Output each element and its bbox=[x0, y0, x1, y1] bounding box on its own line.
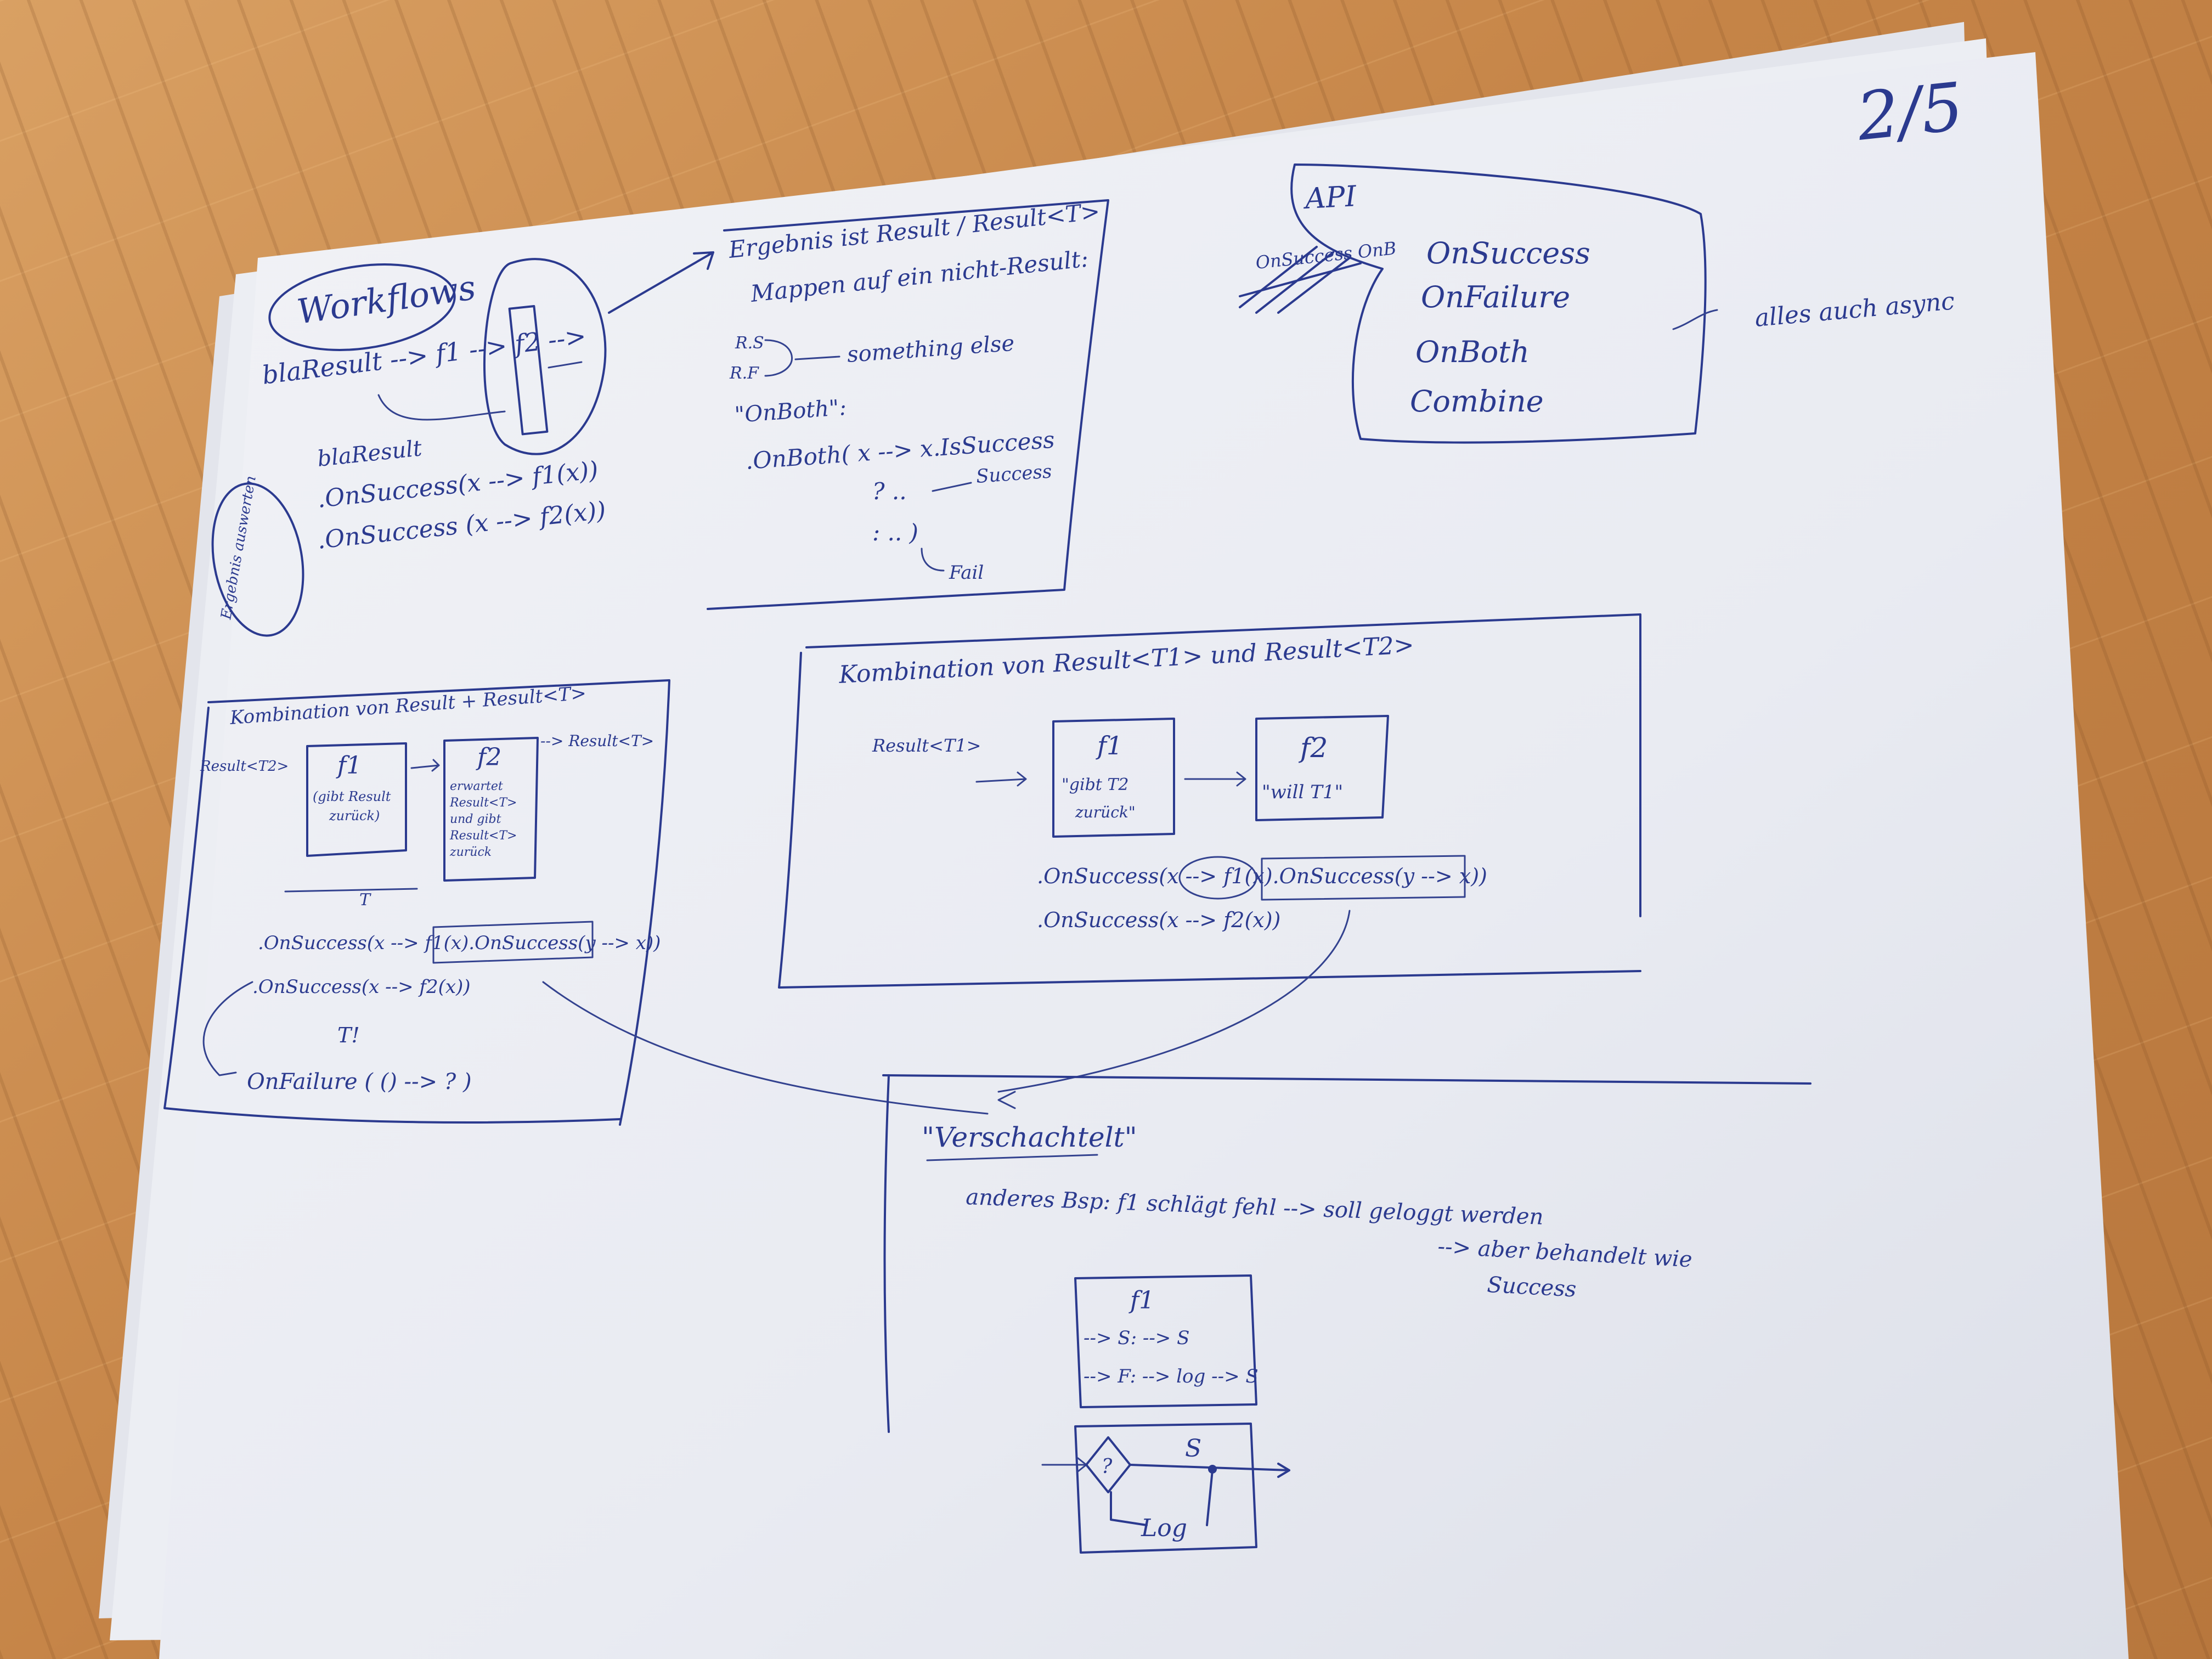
side-note-bubble bbox=[211, 482, 304, 637]
kombination-1-inner-box bbox=[432, 921, 594, 964]
api-item-onfailure: OnFailure bbox=[1421, 280, 1570, 314]
verschachtelt-s-label: S bbox=[1185, 1435, 1201, 1463]
ergebnis-fail-arrow bbox=[921, 548, 945, 572]
ergebnis-success-note: Success bbox=[975, 460, 1053, 488]
page-number: 2/5 bbox=[1853, 69, 1967, 156]
kombination-1-f2-desc-3: und gibt bbox=[450, 812, 501, 826]
kombination-2-f1-box bbox=[1052, 718, 1175, 838]
ergebnis-rf-label: R.F bbox=[729, 364, 759, 383]
kombination-1-loop-arrow bbox=[202, 981, 253, 1076]
verschachtelt-box-title: f1 bbox=[1128, 1286, 1154, 1314]
ergebnis-fail-note: Fail bbox=[949, 562, 984, 584]
kombination-1-line-1: .OnSuccess(x --> f1(x).OnSuccess(y --> x… bbox=[258, 932, 661, 954]
api-strike-scribble bbox=[1239, 246, 1362, 314]
workflows-title-bubble bbox=[268, 263, 456, 351]
verschachtelt-pointer bbox=[997, 1091, 1016, 1109]
paper-sheet-main bbox=[159, 52, 2129, 1659]
verschachtelt-decision-diamond bbox=[1085, 1436, 1131, 1493]
workflows-to-ergebnis-arrow bbox=[608, 251, 714, 314]
workflows-flow-bubble bbox=[483, 258, 607, 455]
kombination-2-f1-highlight bbox=[1178, 856, 1257, 900]
verschachtelt-decision-label: ? bbox=[1102, 1455, 1113, 1478]
workflows-flow-bar bbox=[508, 304, 549, 436]
kombination-1-f2-desc-2: Result<T> bbox=[449, 796, 517, 810]
kombination-1-input: Result<T2> bbox=[200, 758, 289, 775]
api-async-connector bbox=[1672, 309, 1718, 330]
kombination-2-input: Result<T1> bbox=[872, 735, 981, 756]
ergebnis-success-arrow bbox=[932, 482, 972, 492]
api-item-onboth: OnBoth bbox=[1415, 335, 1530, 369]
kombination-1-f1-desc-2: zurück) bbox=[329, 808, 380, 823]
kombination-2-f1-desc-2: zurück" bbox=[1075, 803, 1136, 821]
verschachtelt-log-path bbox=[1110, 1469, 1214, 1526]
kombination-1-t-bang: T! bbox=[337, 1023, 360, 1047]
kombination-2-box bbox=[778, 613, 1642, 989]
api-box bbox=[1290, 163, 1707, 444]
kombination-2-input-arrow bbox=[975, 771, 1027, 787]
kombination-1-output: --> Result<T> bbox=[540, 732, 654, 750]
ergebnis-rs-label: R.S bbox=[735, 334, 764, 353]
verschachtelt-title: "Verschachtelt" bbox=[922, 1121, 1137, 1153]
kombination-2-f1-to-f2-arrow bbox=[1184, 771, 1246, 787]
kombination-2-inner-box bbox=[1261, 855, 1466, 901]
api-item-combine: Combine bbox=[1410, 384, 1544, 419]
kombination-2-to-verschachtelt bbox=[997, 910, 1351, 1093]
ergebnis-box bbox=[707, 199, 1109, 610]
verschachtelt-line-3: Success bbox=[1486, 1272, 1577, 1302]
kombination-1-to-verschachtelt bbox=[542, 981, 989, 1115]
kombination-1-f2-box bbox=[443, 737, 539, 882]
api-title: API bbox=[1302, 180, 1358, 216]
ergebnis-merge-bracket bbox=[764, 339, 840, 377]
kombination-1-f1-name: f1 bbox=[336, 752, 362, 780]
workflows-arrow-lower bbox=[377, 394, 506, 421]
kombination-1-box bbox=[163, 679, 670, 1126]
kombination-1-line-2: .OnSuccess(x --> f2(x)) bbox=[252, 976, 471, 998]
verschachtelt-box-line-2: --> F: --> log --> S bbox=[1084, 1365, 1259, 1387]
kombination-2-f2-desc-1: "will T1" bbox=[1262, 781, 1343, 803]
kombination-1-f2-name: f2 bbox=[476, 743, 501, 771]
kombination-1-line-3: OnFailure ( () --> ? ) bbox=[247, 1069, 472, 1094]
kombination-1-divider bbox=[284, 888, 418, 893]
verschachtelt-f1-box bbox=[1074, 1274, 1257, 1408]
verschachtelt-flow-box bbox=[1074, 1423, 1257, 1554]
kombination-1-f1-to-f2-arrow bbox=[410, 759, 440, 772]
ergebnis-colon-branch: : .. ) bbox=[872, 519, 918, 546]
kombination-2-f1-name: f1 bbox=[1096, 731, 1122, 760]
kombination-1-f2-desc-1: erwartet bbox=[450, 780, 503, 793]
workflows-arrow-right bbox=[548, 361, 583, 369]
kombination-2-f2-name: f2 bbox=[1298, 732, 1328, 764]
ergebnis-question-branch: ? .. bbox=[872, 478, 907, 505]
kombination-1-f1-desc-1: (gibt Result bbox=[313, 789, 391, 804]
kombination-1-t-mark: T bbox=[359, 890, 371, 910]
kombination-2-f2-box bbox=[1255, 715, 1389, 821]
verschachtelt-title-underline bbox=[926, 1154, 1098, 1161]
kombination-1-f2-desc-4: Result<T> bbox=[449, 829, 517, 843]
verschachtelt-frame bbox=[882, 1074, 1812, 1433]
kombination-2-line-2: .OnSuccess(x --> f2(x)) bbox=[1037, 908, 1280, 932]
kombination-2-f1-desc-1: "gibt T2 bbox=[1062, 775, 1129, 794]
verschachtelt-box-line-1: --> S: --> S bbox=[1084, 1327, 1189, 1349]
kombination-1-f1-box bbox=[306, 742, 407, 857]
kombination-1-f2-desc-5: zurück bbox=[449, 845, 492, 859]
verschachtelt-log-label: Log bbox=[1141, 1514, 1187, 1542]
api-item-onsuccess: OnSuccess bbox=[1426, 236, 1590, 270]
verschachtelt-junction-dot bbox=[1208, 1465, 1217, 1474]
